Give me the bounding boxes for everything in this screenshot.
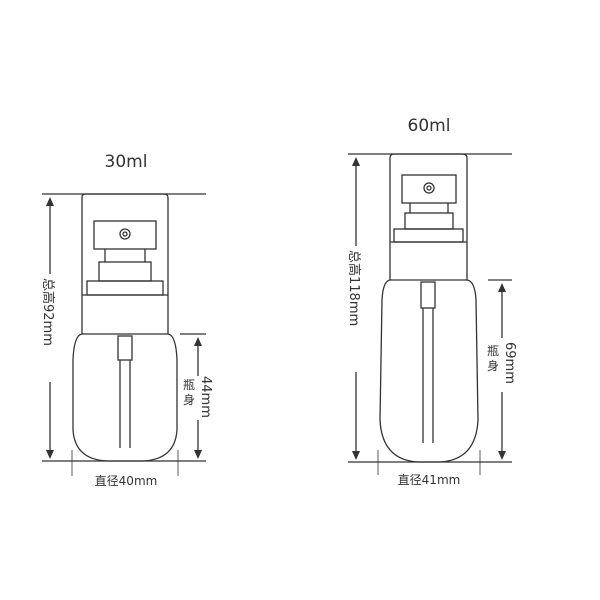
body-height-label-60ml: 69mm [502,342,517,384]
nozzle-icon [119,228,131,240]
bottle-30ml [42,193,206,476]
overcap-outline [389,153,468,280]
nozzle-inner [426,185,432,191]
body-label-cn-60ml: 瓶身 [487,344,499,373]
body-height-label-30ml: 44mm [198,376,213,418]
body-label-cn-30ml: 瓶身 [183,378,195,407]
pump-shoulder [393,228,464,243]
capacity-label-60ml: 60ml [408,116,451,136]
bottle-body-outline [72,333,178,462]
capacity-label-30ml: 30ml [105,152,148,172]
bottle-body-outline [379,279,479,463]
pump-collar [404,212,454,230]
total-height-label-60ml: 总高118mm [346,250,362,326]
overcap-outline [81,193,169,334]
bottle-60ml [348,153,512,475]
pump-actuator [93,220,157,250]
total-height-label-30ml: 总高92mm [40,278,56,346]
diameter-label-30ml: 直径40mm [95,474,158,488]
dip-tube-neck [117,335,133,361]
pump-collar [98,261,152,282]
pump-actuator [401,174,457,204]
dip-tube-neck [420,281,436,309]
pump-shoulder [86,280,164,296]
diameter-label-60ml: 直径41mm [398,473,461,487]
nozzle-icon [423,182,435,194]
nozzle-inner [122,231,128,237]
